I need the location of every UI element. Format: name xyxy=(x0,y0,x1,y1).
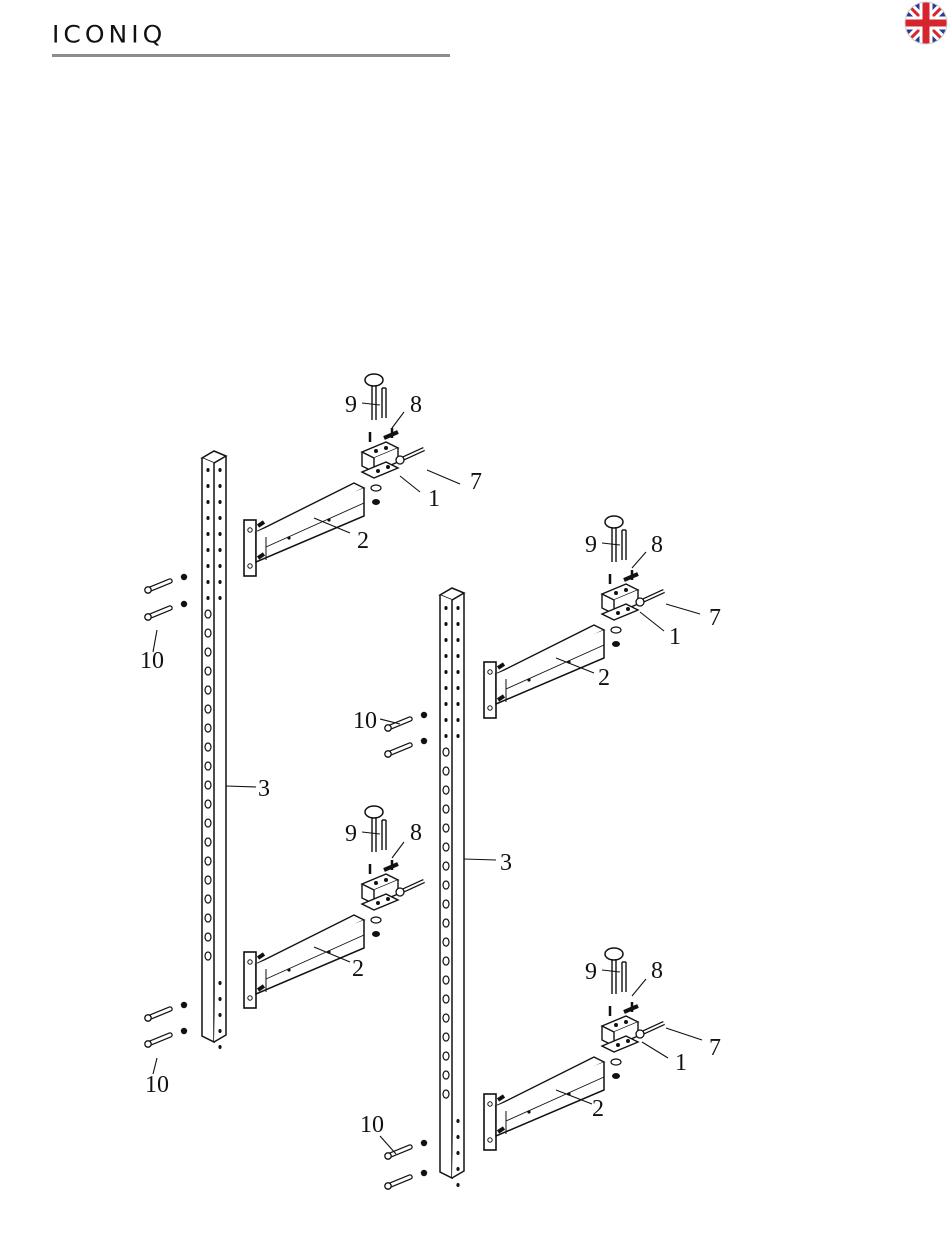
upright-hole xyxy=(206,532,209,536)
upright-hole xyxy=(456,702,459,706)
upright-hole xyxy=(456,638,459,642)
label-8: 8 xyxy=(410,820,422,846)
label-2: 2 xyxy=(352,956,364,982)
label-9: 9 xyxy=(345,821,357,847)
label-3: 3 xyxy=(258,776,270,802)
upright-hole xyxy=(218,484,221,488)
upright-hole xyxy=(444,606,447,610)
label-2: 2 xyxy=(357,528,369,554)
upright-hole xyxy=(218,500,221,504)
upright-hole xyxy=(456,686,459,690)
upright-hole xyxy=(456,1183,459,1187)
upright-hole xyxy=(444,734,447,738)
bolt-right-bottom-2 xyxy=(385,1170,427,1189)
upright-hole xyxy=(218,1013,221,1017)
upright-hole xyxy=(444,622,447,626)
upright-hole xyxy=(218,1045,221,1049)
label-3: 3 xyxy=(500,850,512,876)
upright-left xyxy=(202,451,226,1049)
label-10: 10 xyxy=(353,708,377,734)
upright-hole xyxy=(206,500,209,504)
j-hook-lower-left xyxy=(244,806,424,1008)
bolt-left-bottom-1 xyxy=(145,1002,187,1021)
label-9: 9 xyxy=(585,532,597,558)
upright-hole xyxy=(444,702,447,706)
upright-hole xyxy=(456,1151,459,1155)
label-2: 2 xyxy=(592,1096,604,1122)
upright-hole xyxy=(206,516,209,520)
upright-hole xyxy=(456,718,459,722)
j-hook-upper-left xyxy=(244,374,424,576)
upright-hole xyxy=(456,734,459,738)
bolt-right-top-2 xyxy=(385,738,427,757)
upright-hole xyxy=(206,580,209,584)
label-8: 8 xyxy=(651,958,663,984)
upright-hole xyxy=(218,564,221,568)
label-7: 7 xyxy=(709,1035,721,1061)
upright-hole xyxy=(456,670,459,674)
bolt-right-bottom-1 xyxy=(385,1140,427,1159)
upright-hole xyxy=(456,1167,459,1171)
upright-hole xyxy=(444,718,447,722)
label-1: 1 xyxy=(669,624,681,650)
upright-hole xyxy=(206,564,209,568)
upright-hole xyxy=(206,548,209,552)
bolt-left-top-2 xyxy=(145,601,187,620)
upright-hole xyxy=(444,686,447,690)
upright-hole xyxy=(456,1119,459,1123)
upright-hole xyxy=(218,468,221,472)
label-7: 7 xyxy=(470,469,482,495)
label-1: 1 xyxy=(428,486,440,512)
upright-hole xyxy=(218,981,221,985)
label-8: 8 xyxy=(410,392,422,418)
upright-right xyxy=(440,588,464,1187)
upright-hole xyxy=(456,654,459,658)
upright-hole xyxy=(456,606,459,610)
label-1: 1 xyxy=(675,1050,687,1076)
upright-hole xyxy=(444,670,447,674)
bolt-left-bottom-2 xyxy=(145,1028,187,1047)
upright-hole xyxy=(206,484,209,488)
upright-hole xyxy=(218,1029,221,1033)
upright-hole xyxy=(456,1135,459,1139)
label-10: 10 xyxy=(360,1112,384,1138)
upright-hole xyxy=(444,638,447,642)
upright-hole xyxy=(218,596,221,600)
upright-hole xyxy=(206,596,209,600)
label-9: 9 xyxy=(345,392,357,418)
j-hook-lower-right xyxy=(484,948,664,1150)
upright-hole xyxy=(218,516,221,520)
label-10: 10 xyxy=(140,648,164,674)
label-8: 8 xyxy=(651,532,663,558)
j-hook-upper-right xyxy=(484,516,664,718)
upright-hole xyxy=(218,548,221,552)
upright-hole xyxy=(218,532,221,536)
bolt-left-top-1 xyxy=(145,574,187,593)
label-2: 2 xyxy=(598,665,610,691)
upright-hole xyxy=(456,622,459,626)
label-7: 7 xyxy=(709,605,721,631)
upright-hole xyxy=(218,580,221,584)
label-10: 10 xyxy=(145,1072,169,1098)
upright-hole xyxy=(444,654,447,658)
label-9: 9 xyxy=(585,959,597,985)
upright-hole xyxy=(218,997,221,1001)
upright-hole xyxy=(206,468,209,472)
